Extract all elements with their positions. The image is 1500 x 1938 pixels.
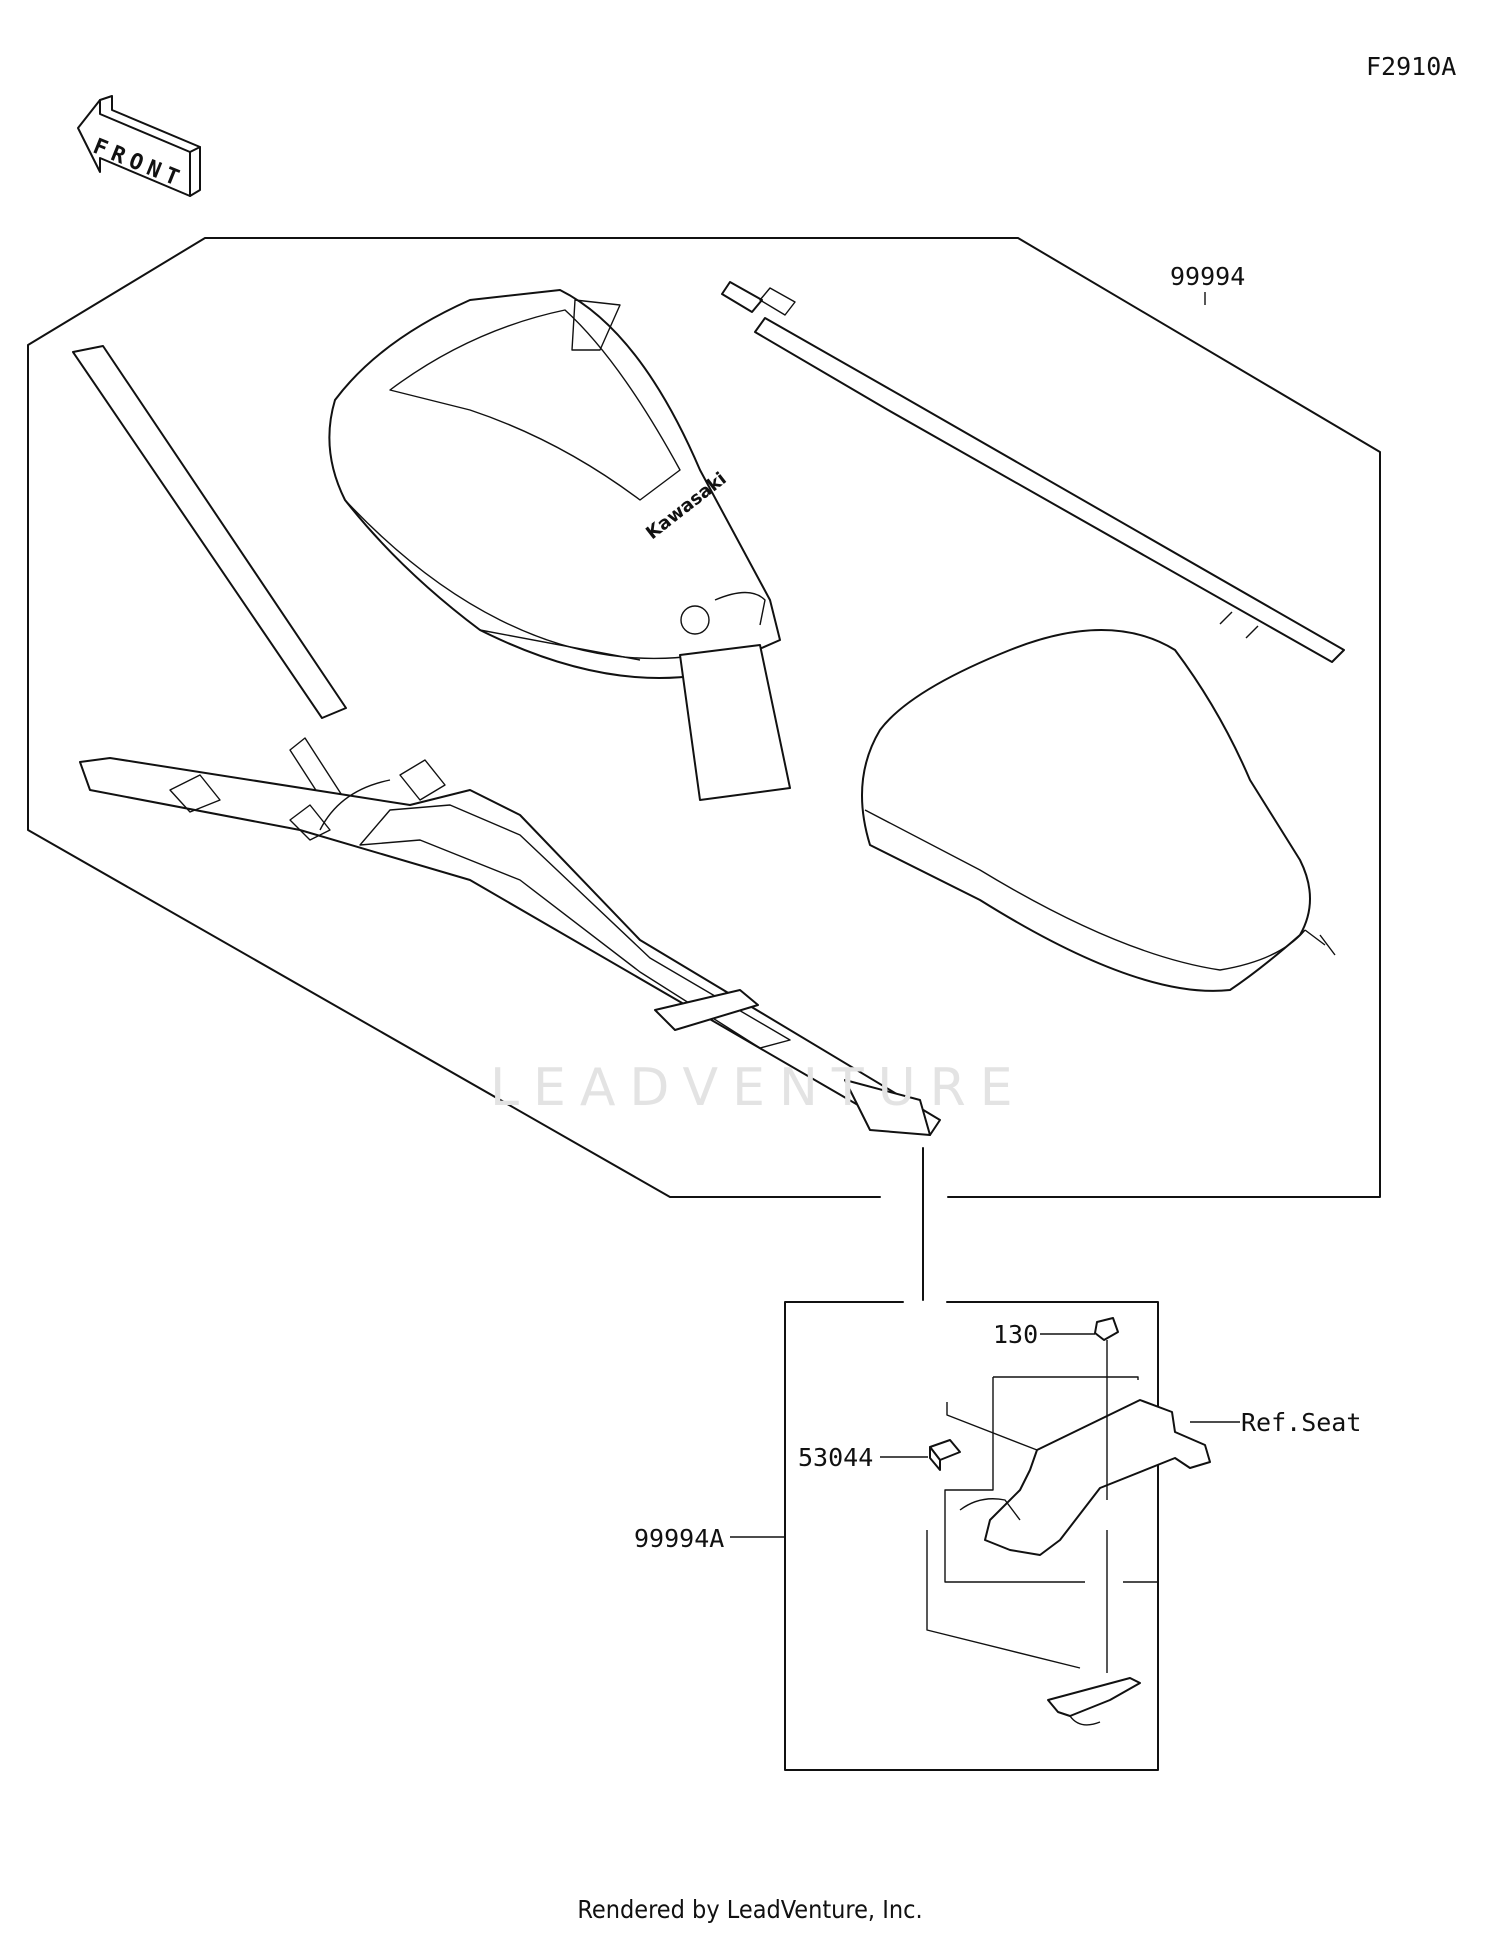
seat-cowl [861,629,1336,992]
callout-99994a: 99994A [634,1524,725,1553]
bolt-130 [1040,1317,1119,1380]
diagram-code: F2910A [1366,52,1457,81]
front-arrow-icon [77,95,201,197]
lower-bracket [926,1530,1158,1726]
footer-credit: Rendered by LeadVenture, Inc. [577,1895,923,1924]
tank-bag [328,289,791,801]
short-strap [721,281,1345,663]
kit-99994-outline [27,237,1381,1198]
watermark: LEADVENTURE [490,1058,1027,1118]
callout-99994: 99994 [1170,262,1246,291]
long-strap [72,345,347,813]
callout-ref-seat: Ref.Seat [1241,1408,1362,1437]
callout-130: 130 [993,1320,1039,1349]
seat-bracket [944,1376,1240,1583]
kit-99994a-outline [784,1301,1159,1771]
clip-53044 [880,1439,961,1471]
tank-bag-base [79,757,941,1136]
callout-53044: 53044 [798,1443,874,1472]
